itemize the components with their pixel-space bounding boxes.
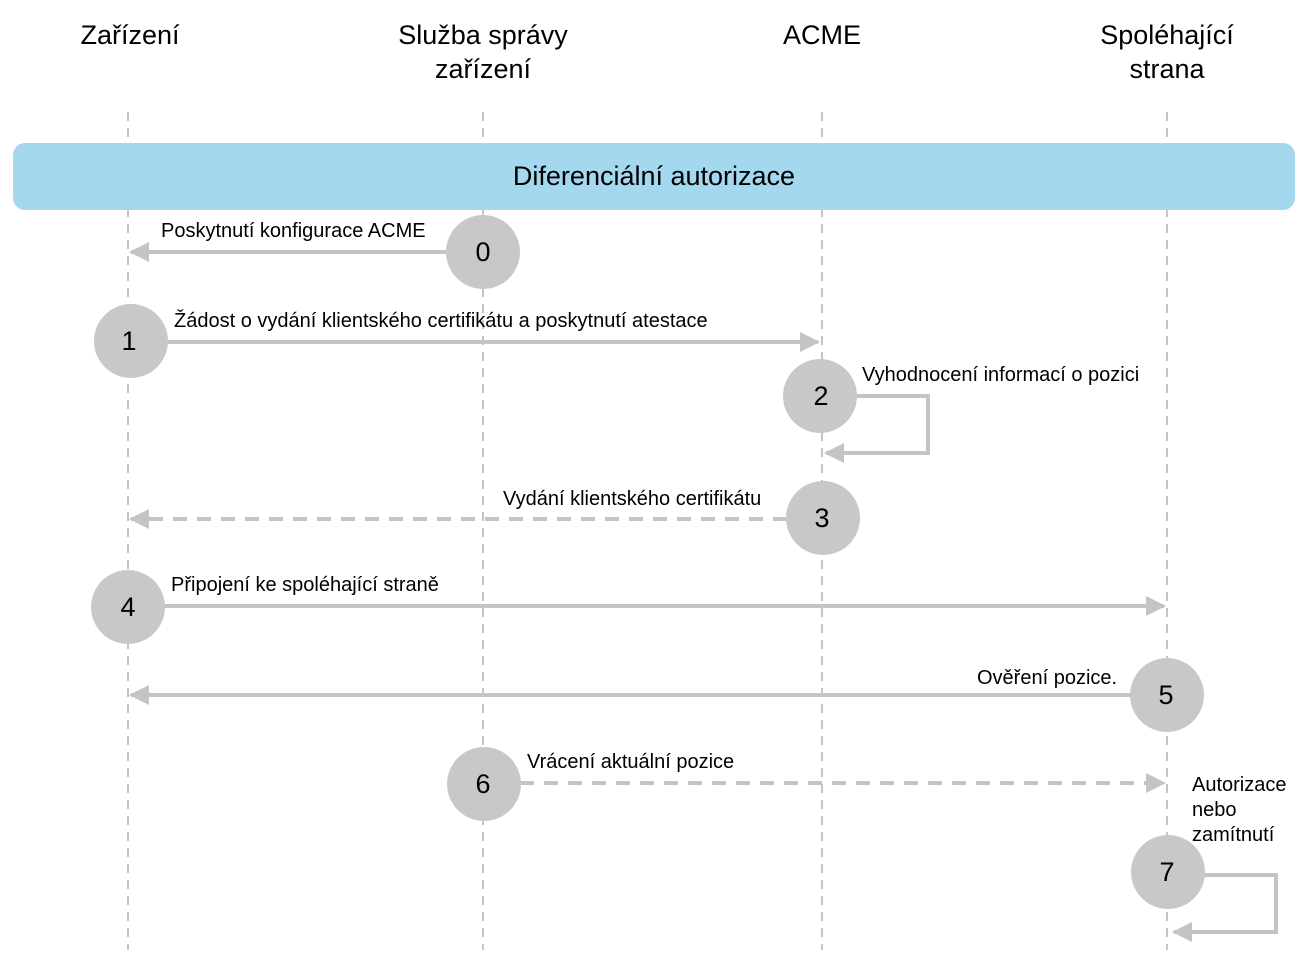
- step-label-6: Vrácení aktuální pozice: [527, 751, 735, 773]
- step-label-0: Poskytnutí konfigurace ACME: [161, 220, 426, 242]
- participant-device: Zařízení: [80, 20, 180, 50]
- step-label-1: Žádost o vydání klientského certifikátu …: [174, 310, 708, 332]
- step-number-4: 4: [120, 592, 135, 622]
- step-circle-5: [1130, 658, 1204, 732]
- step-number-6: 6: [475, 769, 490, 799]
- step-number-3: 3: [814, 503, 829, 533]
- arrow-step-2: [824, 394, 930, 463]
- step-label-2: Vyhodnocení informací o pozici: [862, 364, 1140, 386]
- step-number-1: 1: [121, 326, 136, 356]
- banner-label: Diferenciální autorizace: [512, 161, 796, 191]
- step-number-7: 7: [1159, 857, 1174, 887]
- step-circle-0: [446, 215, 520, 289]
- step-label-4: Připojení ke spoléhající straně: [171, 574, 439, 596]
- step-label-5: Ověření pozice.: [977, 667, 1118, 689]
- step-label-3: Vydání klientského certifikátu: [503, 488, 762, 510]
- participant-mdm: Služba správy zařízení: [398, 20, 568, 84]
- step-circle-1: [94, 304, 168, 378]
- step-circle-6: [447, 747, 521, 821]
- participant-relying-party: Spoléhající strana: [1100, 20, 1234, 84]
- step-number-0: 0: [475, 237, 490, 267]
- step-circle-2: [783, 359, 857, 433]
- participant-acme: ACME: [782, 20, 861, 50]
- arrow-step-7: [1172, 873, 1278, 942]
- step-circle-7: [1131, 835, 1205, 909]
- step-label-7: Autorizace nebo zamítnutí: [1192, 774, 1287, 846]
- step-circle-4: [91, 570, 165, 644]
- differential-authorization-banner: Diferenciální autorizace: [13, 143, 1295, 210]
- step-number-5: 5: [1158, 680, 1173, 710]
- step-circle-3: [786, 481, 860, 555]
- step-number-2: 2: [813, 381, 828, 411]
